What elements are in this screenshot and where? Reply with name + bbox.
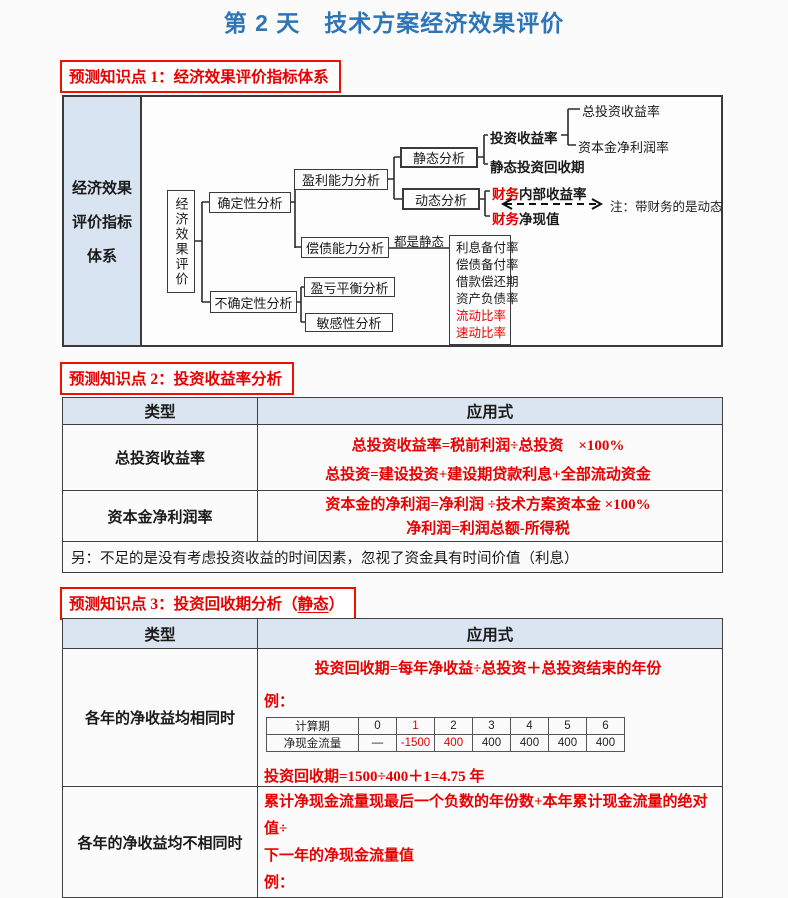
node-uncertainty-analysis: 不确定性分析 bbox=[210, 291, 297, 313]
cell: 净现金流量 bbox=[266, 734, 359, 752]
formula-line: 总投资=建设投资+建设期贷款利息+全部流动资金 bbox=[325, 467, 651, 483]
table-row: 总投资收益率 总投资收益率=税前利润÷总投资 ×100% 总投资=建设投资+建设… bbox=[62, 424, 723, 491]
column-header-type: 类型 bbox=[62, 397, 258, 425]
table-row: 各年的净收益均不相同时 累计净现金流量现最后一个负数的年份数+本年累计现金流量的… bbox=[62, 786, 723, 898]
diagram-note: 注：带财务的是动态 bbox=[610, 200, 723, 214]
ratio-item: 利息备付率 bbox=[456, 241, 519, 255]
table-note-row: 另：不足的是没有考虑投资收益的时间因素，忽视了资金具有时间价值（利息） bbox=[62, 541, 723, 573]
kp3-label-suffix: ） bbox=[328, 596, 345, 613]
knowledge-point-2-heading: 预测知识点 2：投资收益率分析 bbox=[60, 362, 295, 395]
node-static-analysis: 静态分析 bbox=[400, 147, 478, 168]
ratio-item: 借款偿还期 bbox=[456, 275, 519, 289]
formula-line: 投资回收期=每年净收益÷总投资＋总投资结束的年份 bbox=[314, 661, 662, 677]
page-title: 第 2 天 技术方案经济效果评价 bbox=[223, 10, 565, 36]
node-solvency-analysis: 偿债能力分析 bbox=[301, 237, 389, 258]
cell: 1 bbox=[396, 717, 435, 735]
formula-line: 累计净现金流量现最后一个负数的年份数+本年累计现金流量的绝对值÷ bbox=[264, 794, 708, 837]
label-investment-yield-rate: 投资收益率 bbox=[490, 131, 558, 146]
label-financial-npv: 财务净现值 bbox=[492, 208, 560, 228]
table-header-row: 类型 应用式 bbox=[62, 618, 723, 649]
fin-npv-rest: 净现值 bbox=[519, 212, 560, 227]
cashflow-example-table: 计算期 0 1 2 3 4 5 6 净现金流量 — -1500 400 400 … bbox=[266, 717, 625, 752]
formula-line: 净利润=利润总额-所得税 bbox=[406, 521, 570, 537]
diagram-connectors bbox=[195, 108, 604, 323]
cell: 4 bbox=[510, 717, 549, 735]
example-label: 例： bbox=[264, 875, 295, 891]
cell: 400 bbox=[472, 734, 511, 752]
cell: 400 bbox=[548, 734, 587, 752]
formula-line: 资本金的净利润=净利润 ÷技术方案资本金 ×100% bbox=[325, 497, 651, 513]
node-dynamic-analysis: 动态分析 bbox=[402, 188, 480, 210]
knowledge-point-1-heading: 预测知识点 1：经济效果评价指标体系 bbox=[60, 60, 341, 93]
table-row: 资本金净利润率 资本金的净利润=净利润 ÷技术方案资本金 ×100% 净利润=利… bbox=[62, 490, 723, 542]
label-static-payback-period: 静态投资回收期 bbox=[490, 160, 585, 175]
roi-analysis-table: 类型 应用式 总投资收益率 总投资收益率=税前利润÷总投资 ×100% 总投资=… bbox=[62, 397, 723, 573]
table-header-row: 类型 应用式 bbox=[62, 397, 723, 425]
label-capital-net-profit-rate: 资本金净利润率 bbox=[578, 140, 670, 155]
node-breakeven-analysis: 盈亏平衡分析 bbox=[304, 277, 395, 297]
formula-line: 下一年的净现金流量值 bbox=[264, 848, 415, 864]
sidebar-line-1: 经济效果 bbox=[71, 180, 132, 197]
row-type: 各年的净收益均相同时 bbox=[62, 648, 258, 787]
indicator-system-diagram: 经济效果 评价指标 体系 经济效果评价 确定性分析 不确定性分析 盈利能力分析 … bbox=[62, 95, 723, 347]
knowledge-point-3-heading: 预测知识点 3：投资回收期分析（静态） bbox=[60, 587, 357, 620]
sidebar-line-2: 评价指标 bbox=[71, 214, 132, 231]
example-label: 例： bbox=[264, 694, 295, 710]
fin-irr-prefix: 财务 bbox=[492, 187, 519, 202]
ratio-item: 资产负债率 bbox=[456, 292, 519, 306]
ratio-item: 速动比率 bbox=[456, 326, 507, 340]
node-deterministic-analysis: 确定性分析 bbox=[209, 192, 291, 213]
node-profitability-analysis: 盈利能力分析 bbox=[294, 169, 388, 190]
example-header-row: 计算期 0 1 2 3 4 5 6 bbox=[266, 717, 625, 735]
cell: 0 bbox=[358, 717, 397, 735]
cell: 2 bbox=[434, 717, 473, 735]
kp3-label-underlined: 静态 bbox=[297, 596, 329, 613]
solvency-ratio-list: 利息备付率 偿债备付率 借款偿还期 资产负债率 流动比率 速动比率 bbox=[449, 235, 519, 345]
cell: 6 bbox=[586, 717, 625, 735]
cell: 400 bbox=[510, 734, 549, 752]
cell: 3 bbox=[472, 717, 511, 735]
column-header-formula: 应用式 bbox=[257, 618, 723, 649]
formula-line: 总投资收益率=税前利润÷总投资 ×100% bbox=[351, 438, 625, 454]
table-row: 各年的净收益均相同时 投资回收期=每年净收益÷总投资＋总投资结束的年份 例： 计… bbox=[62, 648, 723, 787]
cell: 400 bbox=[434, 734, 473, 752]
ratio-item: 偿债备付率 bbox=[456, 258, 519, 272]
table-note: 另：不足的是没有考虑投资收益的时间因素，忽视了资金具有时间价值（利息） bbox=[62, 541, 723, 573]
row-type: 总投资收益率 bbox=[62, 424, 258, 491]
diagram-sidebar: 经济效果 评价指标 体系 bbox=[64, 97, 142, 345]
label-financial-irr: 财务内部收益率 bbox=[492, 183, 587, 203]
label-total-investment-yield: 总投资收益率 bbox=[582, 104, 661, 119]
row-type: 各年的净收益均不相同时 bbox=[62, 786, 258, 898]
column-header-formula: 应用式 bbox=[257, 397, 723, 425]
cell: — bbox=[358, 734, 397, 752]
column-header-type: 类型 bbox=[62, 618, 258, 649]
cell: 5 bbox=[548, 717, 587, 735]
cell: 计算期 bbox=[266, 717, 359, 735]
row-type: 资本金净利润率 bbox=[62, 490, 258, 542]
fin-npv-prefix: 财务 bbox=[492, 212, 519, 227]
formula-result: 投资回收期=1500÷400＋1=4.75 年 bbox=[264, 769, 485, 785]
ratio-item: 流动比率 bbox=[456, 309, 507, 323]
cell: 400 bbox=[586, 734, 625, 752]
cell: -1500 bbox=[396, 734, 435, 752]
sidebar-line-3: 体系 bbox=[86, 248, 117, 265]
label-all-static: 都是静态 bbox=[394, 235, 445, 249]
payback-period-table: 类型 应用式 各年的净收益均相同时 投资回收期=每年净收益÷总投资＋总投资结束的… bbox=[62, 618, 723, 898]
node-economic-effect-evaluation: 经济效果评价 bbox=[167, 190, 195, 293]
example-value-row: 净现金流量 — -1500 400 400 400 400 400 bbox=[266, 734, 625, 752]
fin-irr-rest: 内部收益率 bbox=[519, 187, 587, 202]
kp1-label: 预测知识点 1：经济效果评价指标体系 bbox=[69, 69, 329, 86]
kp2-label: 预测知识点 2：投资收益率分析 bbox=[69, 371, 283, 388]
node-sensitivity-analysis: 敏感性分析 bbox=[305, 313, 393, 332]
kp3-label-prefix: 预测知识点 3：投资回收期分析（ bbox=[69, 596, 298, 613]
